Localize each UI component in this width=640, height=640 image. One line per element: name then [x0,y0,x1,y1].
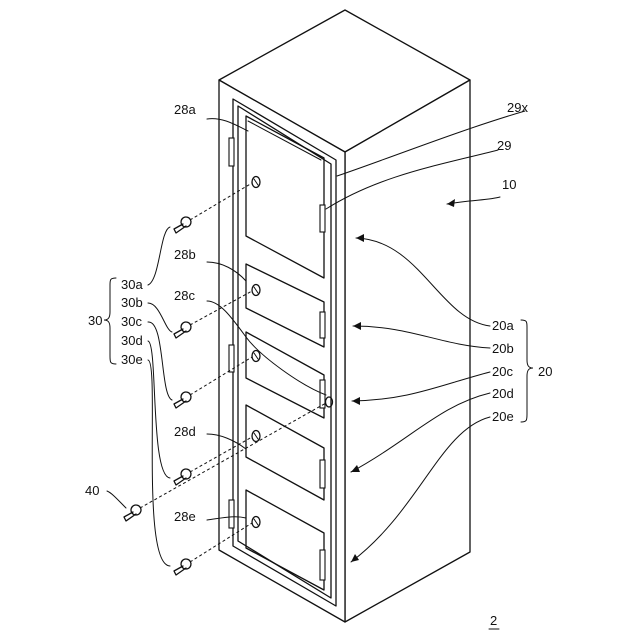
handle-icon [320,460,325,488]
label-10: 10 [502,177,516,192]
key-30d-icon[interactable] [174,467,193,485]
label-30: 30 [88,313,102,328]
label-30b: 30b [121,295,143,310]
label-20d: 20d [492,386,514,401]
handle-icon [320,312,325,338]
label-20c: 20c [492,364,513,379]
figure-number: 2 [490,613,497,628]
handle-icon [320,550,325,580]
key-30e-icon[interactable] [174,557,193,575]
key-30a-icon[interactable] [174,215,193,233]
hinge-icon [229,500,234,528]
label-30d: 30d [121,333,143,348]
label-29x: 29x [507,100,528,115]
label-28d: 28d [174,424,196,439]
label-30a: 30a [121,277,143,292]
label-29: 29 [497,138,511,153]
hinge-icon [229,138,234,166]
key-30c-icon[interactable] [174,390,193,408]
label-28a: 28a [174,102,196,117]
key-40-icon[interactable] [124,503,143,521]
locker-cabinet [219,10,470,622]
handle-icon [320,205,325,232]
label-30e: 30e [121,352,143,367]
label-28c: 28c [174,288,195,303]
label-20: 20 [538,364,552,379]
key-30b-icon[interactable] [174,320,193,338]
label-20a: 20a [492,318,514,333]
label-40: 40 [85,483,99,498]
label-28e: 28e [174,509,196,524]
label-28b: 28b [174,247,196,262]
label-20e: 20e [492,409,514,424]
label-20b: 20b [492,341,514,356]
label-30c: 30c [121,314,142,329]
